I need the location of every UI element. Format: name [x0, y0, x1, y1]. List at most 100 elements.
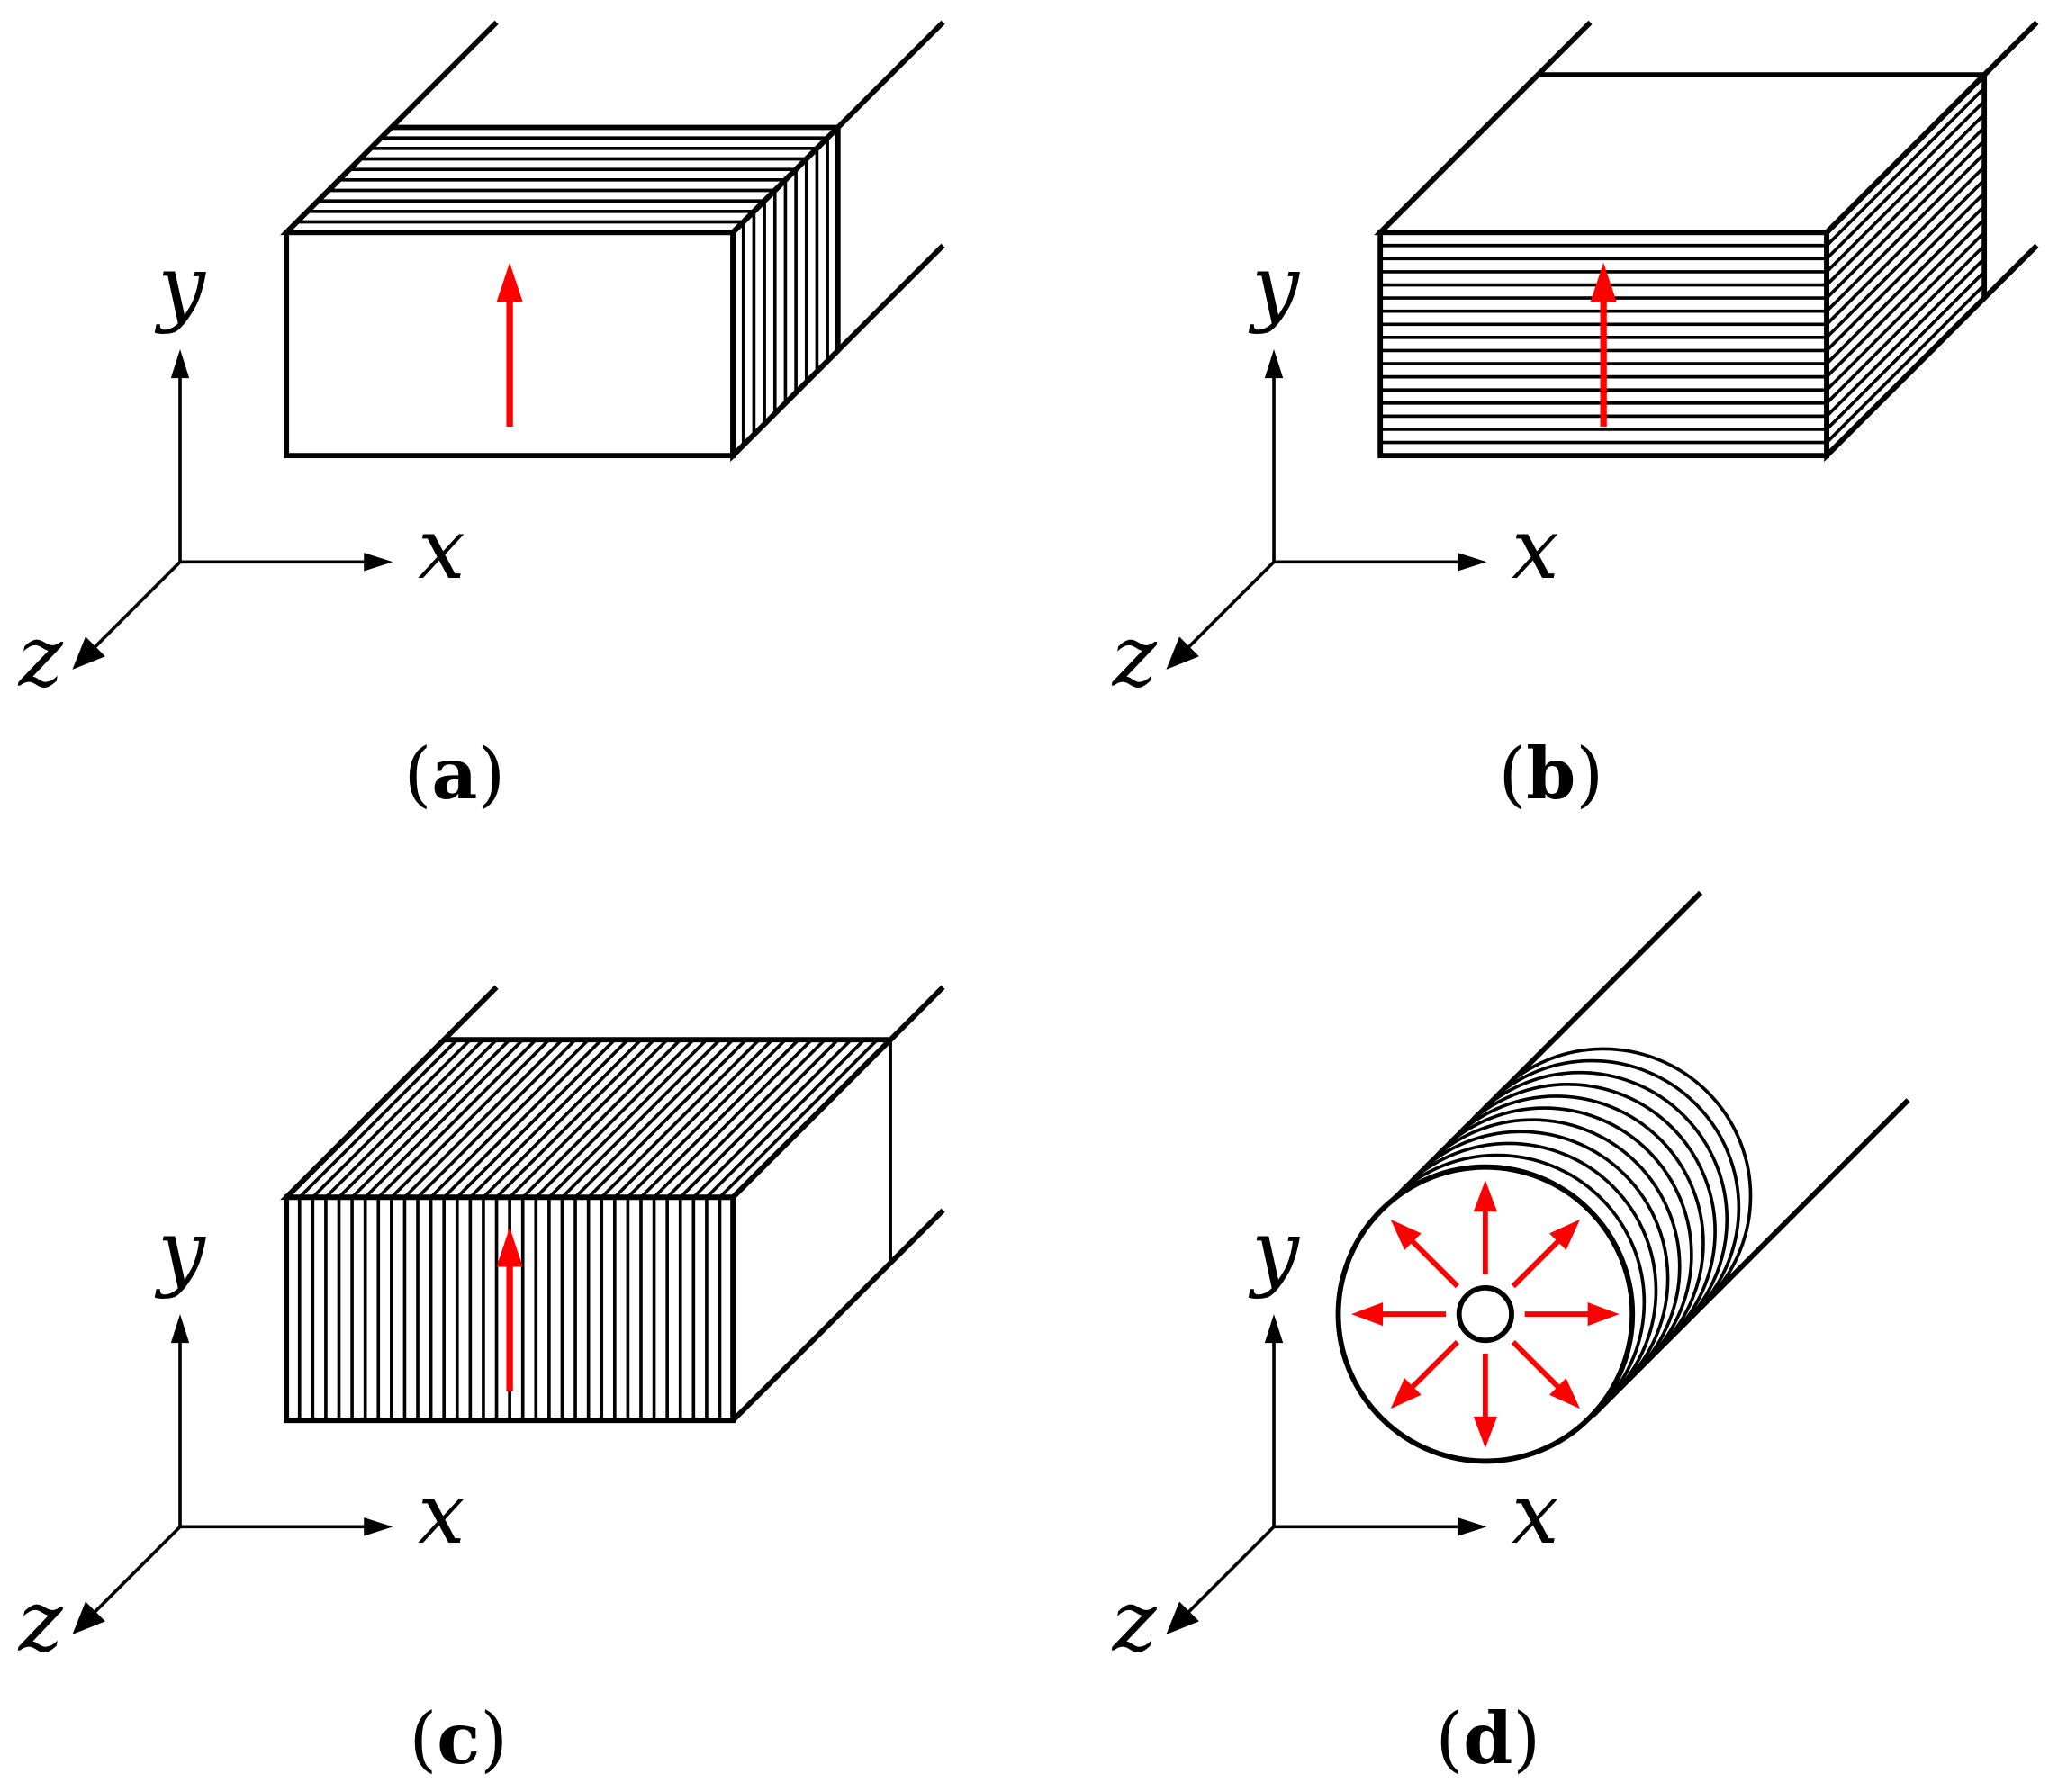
lamination-line — [338, 1038, 498, 1199]
lamination-line — [1825, 100, 1986, 260]
lamination-line — [390, 1038, 551, 1199]
lamination-line — [573, 1038, 735, 1199]
panel-d-caption: (d) — [1436, 1697, 1541, 1780]
lamination-line — [350, 1038, 511, 1199]
lamination-line — [1825, 204, 1986, 365]
axes-d: y x z — [1112, 1202, 1559, 1670]
lamination-line — [692, 1038, 853, 1199]
z-arrowhead — [72, 636, 105, 670]
z-axis-label: z — [18, 608, 64, 706]
radial-arrow — [1511, 1219, 1581, 1289]
lamination-line — [718, 1038, 879, 1199]
z-axis-label: z — [1112, 608, 1158, 706]
lamination-line — [416, 1038, 577, 1199]
lamination-line — [1825, 284, 1986, 444]
y-arrowhead — [1264, 1314, 1284, 1344]
lamination-line — [324, 1038, 485, 1199]
lamination-line — [1825, 244, 1986, 405]
front-lamination-lines — [297, 1197, 722, 1421]
panel-b: y x z (b) — [1112, 20, 2039, 815]
x-axis-label: x — [418, 500, 465, 599]
lamination-line — [364, 1038, 524, 1199]
front-face — [1377, 230, 1830, 459]
lamination-line — [508, 1038, 669, 1199]
z-axis — [1182, 560, 1276, 654]
panel-d: y x z (d) — [1112, 890, 1910, 1780]
x-arrowhead — [364, 553, 393, 572]
prism-c — [280, 985, 945, 1424]
prism-a — [280, 20, 945, 463]
z-axis-label: z — [18, 1572, 64, 1670]
radial-arrow — [1351, 1301, 1447, 1327]
field-arrow-c — [496, 1227, 523, 1392]
lamination-line — [1825, 230, 1986, 392]
lamination-line — [547, 1038, 709, 1199]
radial-field-arrows — [1351, 1180, 1620, 1448]
panel-c: y x z (c) — [18, 985, 945, 1780]
panel-b-caption: (b) — [1499, 732, 1604, 815]
radial-arrow — [1390, 1219, 1459, 1289]
lamination-line — [1825, 192, 1986, 352]
lamination-line — [1825, 86, 1986, 248]
top-lamination-lines — [298, 1038, 879, 1199]
x-arrowhead — [364, 1517, 393, 1536]
y-arrowhead — [1264, 348, 1284, 379]
lamination-line — [679, 1038, 840, 1199]
lamination-line — [613, 1038, 774, 1199]
z-axis — [88, 560, 182, 654]
lamination-line — [665, 1038, 826, 1199]
top-face — [1374, 72, 1991, 236]
axes-a: y x z — [18, 238, 465, 706]
lamination-line — [535, 1038, 695, 1199]
x-arrowhead — [1458, 553, 1487, 572]
field-arrow-a — [496, 262, 523, 428]
lamination-line — [469, 1038, 629, 1199]
lamination-line — [1825, 218, 1986, 378]
lamination-line — [1825, 113, 1986, 274]
radial-arrow — [1524, 1301, 1620, 1327]
lamination-line — [1825, 257, 1986, 418]
lamination-line — [639, 1038, 800, 1199]
radial-arrow — [1390, 1339, 1459, 1409]
panel-a: y x z (a) — [18, 20, 945, 815]
z-arrowhead — [1166, 636, 1199, 670]
y-arrowhead — [170, 348, 190, 379]
lamination-line — [1825, 139, 1986, 300]
lamination-line — [376, 1038, 537, 1199]
lamination-line — [403, 1038, 564, 1199]
x-axis-label: x — [1512, 1465, 1559, 1563]
side-lamination-lines — [1825, 86, 1986, 444]
rail-bottom-right — [731, 1208, 945, 1423]
y-axis-label: y — [154, 238, 206, 336]
lamination-line — [442, 1038, 603, 1199]
y-axis-label: y — [1248, 238, 1300, 336]
side-face — [1824, 68, 1988, 463]
lamination-line — [521, 1038, 682, 1199]
panel-c-caption: (c) — [410, 1697, 508, 1780]
lamination-line — [1825, 270, 1986, 431]
z-axis — [88, 1526, 182, 1619]
lamination-line — [627, 1038, 787, 1199]
z-axis-label: z — [1112, 1572, 1158, 1670]
lamination-line — [1825, 152, 1986, 312]
radial-arrow — [1473, 1353, 1497, 1448]
x-arrowhead — [1458, 1517, 1487, 1536]
lamination-line — [1825, 126, 1986, 286]
field-arrow-b — [1590, 262, 1617, 428]
z-arrowhead — [72, 1601, 105, 1634]
z-arrowhead — [1166, 1601, 1199, 1634]
side-lamination-lines — [741, 138, 829, 446]
lamination-line — [1825, 178, 1986, 339]
x-axis-label: x — [1512, 500, 1559, 599]
radial-arrow — [1511, 1339, 1581, 1409]
radial-arrow — [1473, 1180, 1497, 1275]
panel-a-caption: (a) — [404, 732, 505, 815]
axes-c: y x z — [18, 1202, 465, 1670]
center-bore — [1456, 1284, 1514, 1344]
lamination-line — [705, 1038, 866, 1199]
lamination-line — [600, 1038, 761, 1199]
y-axis-label: y — [1248, 1202, 1300, 1301]
lamination-line — [298, 1038, 459, 1199]
lamination-line — [482, 1038, 643, 1199]
